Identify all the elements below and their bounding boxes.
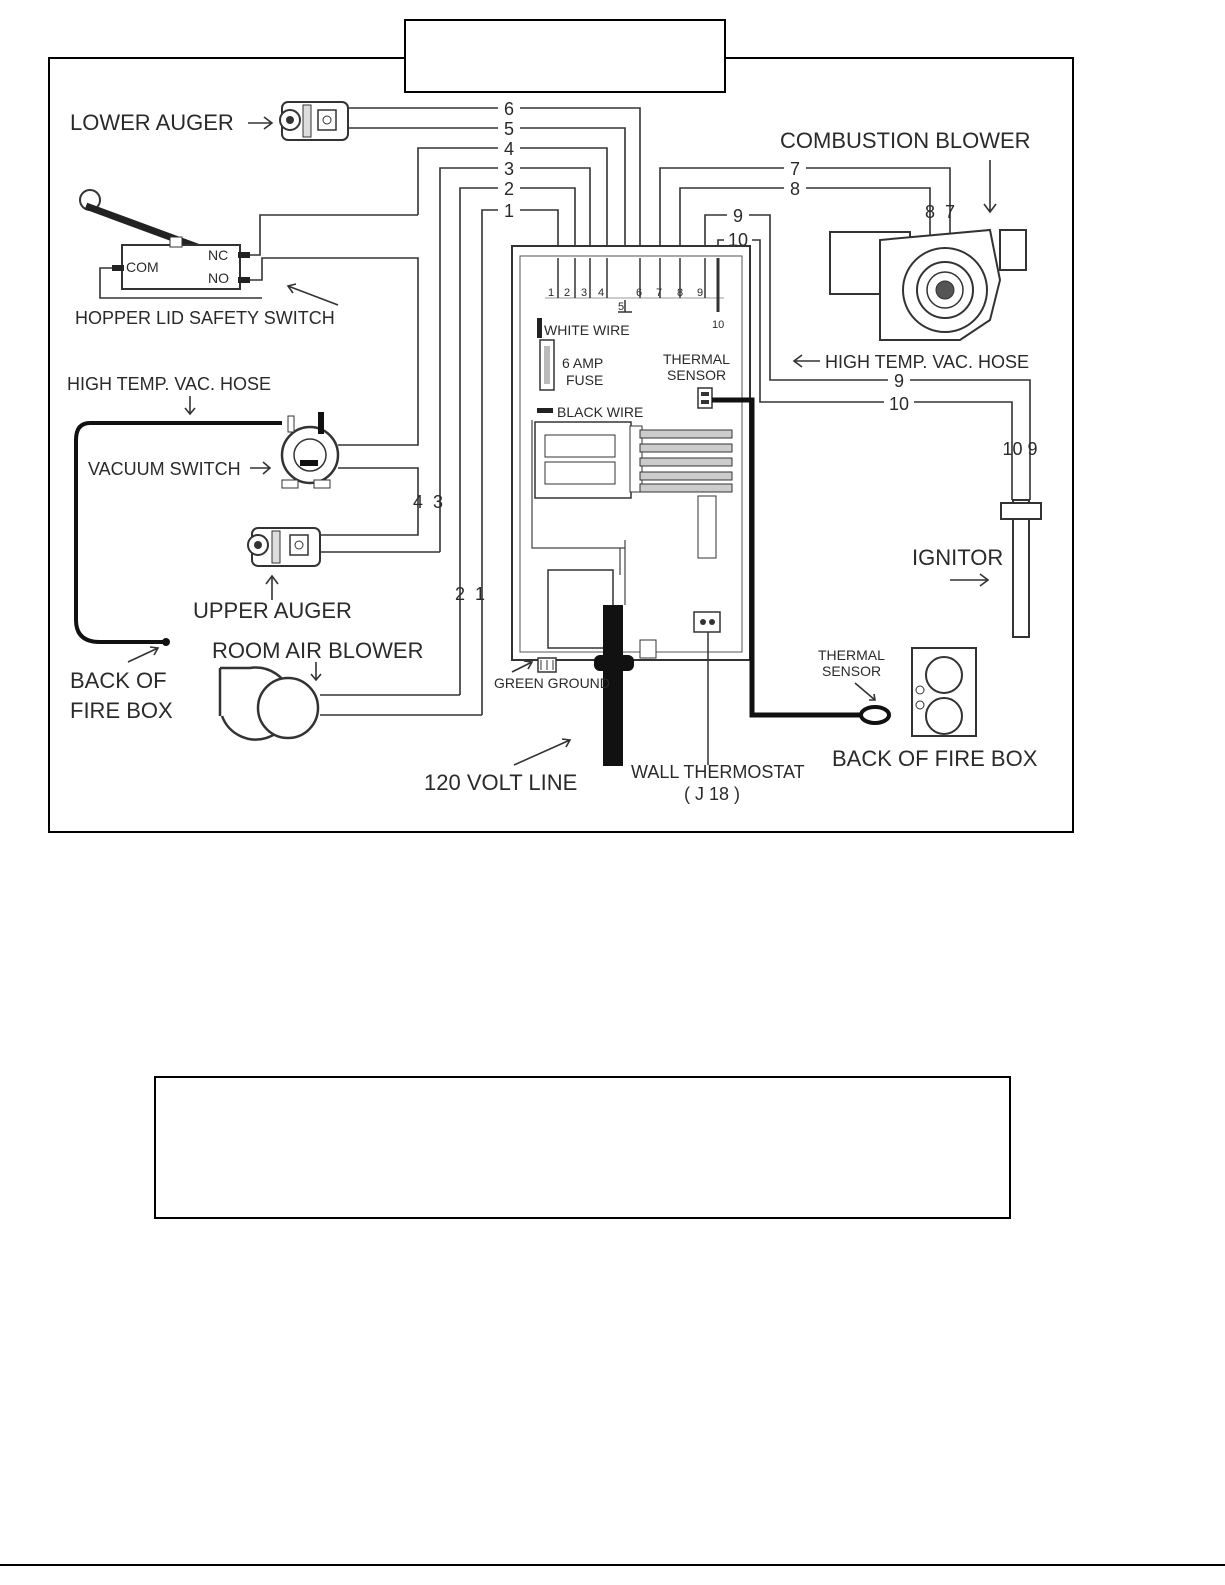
terminal-6: 6 [636,287,642,299]
power-cord [594,605,657,766]
hopper-lid-safety-switch-label: HOPPER LID SAFETY SWITCH [75,308,335,328]
right-vac-hose-arrow [792,354,820,368]
lower-auger-arrow [248,116,274,130]
upper-auger-motor [247,527,321,567]
combustion-blower-label: COMBUSTION BLOWER [780,128,1031,153]
wire-label-4: 4 [504,139,514,159]
hopper-wire-no [240,257,419,446]
wire-6 [348,107,641,258]
pair-label-10-9: 10 9 [1002,439,1037,459]
terminal-2: 2 [564,287,570,299]
wire-number-labels: 6 5 4 3 2 1 7 8 9 10 9 10 [498,98,914,414]
room-air-blower [218,666,320,741]
terminal-5: 5 [618,301,624,313]
fuse-holder [537,318,555,413]
left-fire-box-arrow [127,646,160,663]
pair-label-4-3: 4 3 [413,492,443,512]
right-vac-hose-label: HIGH TEMP. VAC. HOSE [825,352,1029,372]
j18-label: ( J 18 ) [684,784,740,804]
terminal-4: 4 [598,287,604,299]
right-thermal-sensor-label-2: SENSOR [822,663,881,679]
board-thermal-connector [697,387,713,409]
green-ground-terminal [537,657,557,673]
hopper-lid-switch [79,189,250,290]
left-back-of-fire-box-label-1: BACK OF [70,668,167,693]
title-box [404,19,726,93]
terminal-7: 7 [656,287,662,299]
hopper-nc-label: NC [208,247,228,263]
room-air-blower-arrow [310,662,322,682]
vacuum-switch [280,412,340,489]
board-thermal-sensor-label-2: SENSOR [667,367,726,383]
pair-label-8-7: 8 7 [925,202,955,222]
lower-auger-label: LOWER AUGER [70,110,234,135]
vacuum-hose [74,421,282,644]
caption-box [154,1076,1011,1219]
green-ground-label: GREEN GROUND [494,675,610,691]
terminal-9: 9 [697,287,703,299]
wire-10 [717,239,1013,500]
thermal-sensor-cable [712,397,865,718]
wire-9 [704,214,1031,500]
hopper-com-label: COM [126,259,159,275]
relay-block [534,421,643,499]
vacuum-switch-arrow [250,461,272,475]
page-bottom-rule [0,1564,1225,1566]
hopper-no-label: NO [208,270,229,286]
left-back-of-fire-box-label-2: FIRE BOX [70,698,173,723]
wire-label-2: 2 [504,179,514,199]
left-vac-hose-arrow [184,396,196,416]
terminal-1: 1 [548,287,554,299]
wire-label-9: 9 [733,206,743,226]
thermal-sensor-probe [859,705,891,725]
wire-5 [348,127,626,300]
fuse-label-1: 6 AMP [562,355,603,371]
right-back-of-fire-box-label: BACK OF FIRE BOX [832,746,1038,771]
hopper-switch-arrow [286,283,339,306]
combustion-blower-arrow [983,160,997,214]
lower-auger-motor [279,101,349,141]
wire-label-5: 5 [504,119,514,139]
green-ground-arrow [511,660,534,673]
room-air-blower-label: ROOM AIR BLOWER [212,638,423,663]
vacuum-to-auger-wire [320,467,419,536]
white-wire-label: WHITE WIRE [544,322,630,338]
wire-label-10-right: 10 [889,394,909,414]
wall-thermostat-label: WALL THERMOSTAT [631,762,805,782]
fuse-label-2: FUSE [566,372,603,388]
left-vac-hose-label: HIGH TEMP. VAC. HOSE [67,374,271,394]
pair-label-2-1: 2 1 [455,584,485,604]
wire-harness [639,429,733,559]
wire-label-7: 7 [790,159,800,179]
terminal-10: 10 [712,319,724,331]
wire-label-1: 1 [504,201,514,221]
ignitor-arrow [950,573,990,587]
combustion-blower-motor [829,228,1027,341]
wire-label-8: 8 [790,179,800,199]
ignitor-element [1000,499,1042,638]
ignitor-label: IGNITOR [912,545,1003,570]
board-inner-outline [531,420,625,575]
black-wire-label: BLACK WIRE [557,404,643,420]
board-thermal-sensor-label-1: THERMAL [663,351,730,367]
fire-box-plate [911,647,977,737]
right-thermal-sensor-arrow [854,682,876,701]
wire-label-3: 3 [504,159,514,179]
terminal-stubs [557,258,720,313]
vacuum-switch-label: VACUUM SWITCH [88,459,241,479]
volt-line-arrow [513,738,572,766]
volt-line-label: 120 VOLT LINE [424,770,577,795]
wire-label-9-right: 9 [894,371,904,391]
right-thermal-sensor-label-1: THERMAL [818,647,885,663]
terminal-3: 3 [581,287,587,299]
hose-end [162,638,170,646]
hopper-wire-nc-4 [240,214,418,256]
upper-auger-label: UPPER AUGER [193,598,352,623]
wire-label-6: 6 [504,99,514,119]
upper-auger-arrow [265,574,279,600]
wall-thermostat-connector [693,611,721,765]
